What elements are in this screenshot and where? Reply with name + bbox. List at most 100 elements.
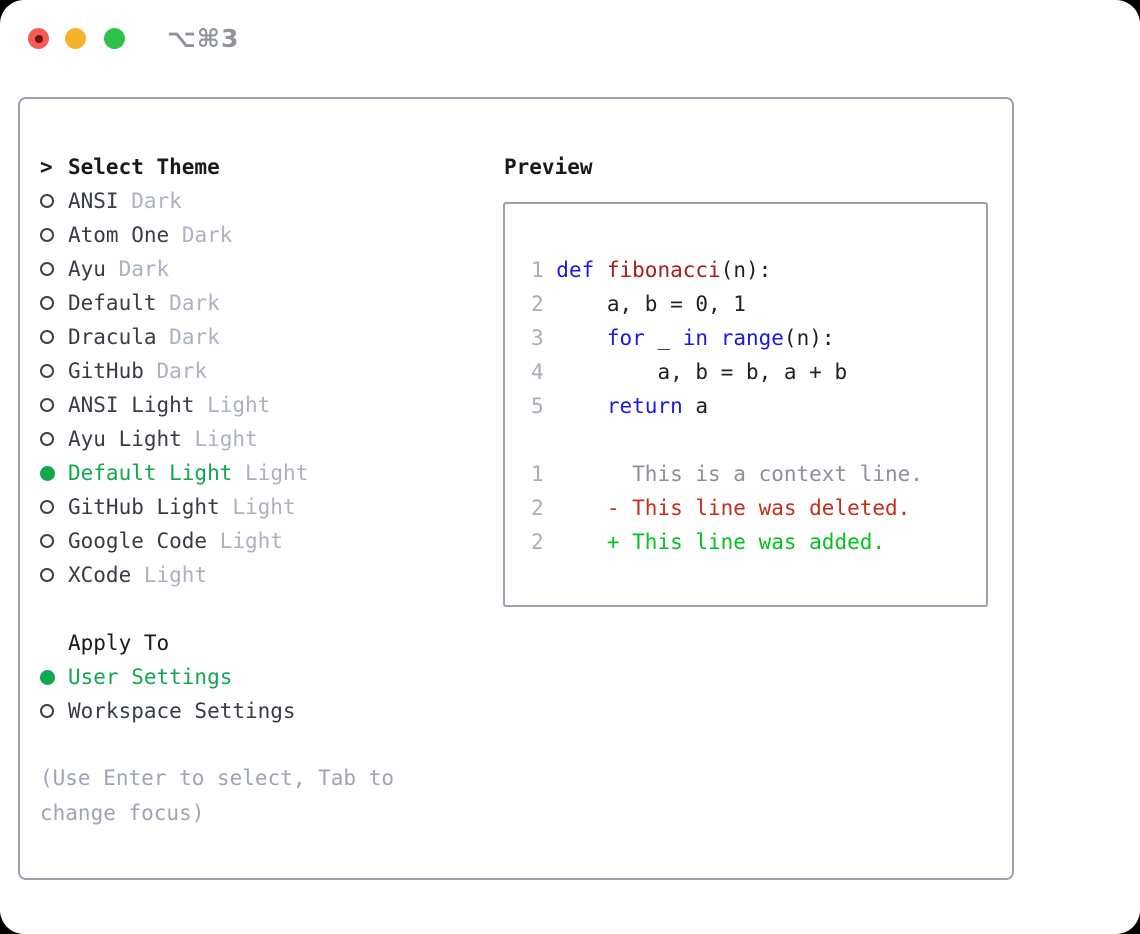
- code-segment-num: 1: [531, 462, 557, 486]
- code-line: 2 + This line was added.: [531, 525, 923, 559]
- apply-option[interactable]: Workspace Settings: [40, 694, 296, 728]
- radio-selected-icon: [40, 669, 55, 685]
- variant-label: Dark: [181, 223, 233, 247]
- code-segment-pl: (n):: [720, 258, 772, 282]
- select-theme-header: >Select Theme: [40, 150, 220, 184]
- code-line: 1 def fibonacci(n):: [531, 253, 923, 287]
- radio-icon: [40, 432, 54, 446]
- code-segment-pl: (n):: [783, 326, 835, 350]
- minimize-button-icon[interactable]: [65, 28, 86, 49]
- radio-icon: [40, 228, 54, 242]
- code-line: 1 This is a context line.: [531, 457, 923, 491]
- theme-option[interactable]: Default Dark: [40, 286, 308, 320]
- variant-label: Dark: [169, 325, 220, 349]
- code-segment-kw: for: [606, 326, 645, 350]
- window-title: ⌥⌘3: [167, 24, 240, 53]
- theme-option[interactable]: GitHub Light Light: [40, 490, 308, 524]
- code-segment-pl: a, b = b, a + b: [556, 360, 848, 384]
- option-label: Workspace Settings: [68, 699, 296, 723]
- option-label: Dracula: [68, 325, 157, 349]
- radio-icon: [40, 330, 54, 344]
- code-segment-pl: a: [682, 394, 709, 418]
- code-segment-kw: return: [606, 394, 683, 418]
- theme-option[interactable]: ANSI Dark: [40, 184, 308, 218]
- code-segment-add: + This line was added.: [556, 530, 886, 554]
- radio-icon: [40, 194, 54, 208]
- hint-text: (Use Enter to select, Tab to change focu…: [40, 766, 395, 825]
- code-segment-pl: _: [644, 326, 683, 350]
- option-label: Default Light: [68, 461, 233, 485]
- option-label: Google Code: [68, 529, 208, 553]
- code-segment-num: 2: [531, 496, 557, 520]
- variant-label: Light: [194, 427, 258, 451]
- variant-label: Dark: [156, 359, 208, 383]
- option-label: XCode: [68, 563, 132, 587]
- code-segment-ctx: This is a context line.: [556, 462, 923, 486]
- option-label: GitHub: [68, 359, 144, 383]
- code-line: 2 a, b = 0, 1: [531, 287, 923, 321]
- option-label: Atom One: [68, 223, 170, 247]
- code-line: 4 a, b = b, a + b: [531, 355, 923, 389]
- code-segment-num: 2: [531, 530, 557, 554]
- radio-selected-icon: [40, 465, 55, 481]
- theme-option[interactable]: Atom One Dark: [40, 218, 308, 252]
- code-segment-num: 4: [531, 360, 557, 384]
- variant-label: Light: [143, 563, 208, 587]
- radio-icon: [40, 704, 54, 718]
- radio-icon: [40, 568, 54, 582]
- variant-label: Dark: [118, 257, 170, 281]
- code-segment-fn: fibonacci: [606, 258, 721, 282]
- theme-option[interactable]: Dracula Dark: [40, 320, 308, 354]
- variant-label: Dark: [169, 291, 220, 315]
- option-label: User Settings: [68, 665, 233, 689]
- code-segment-pl: [556, 326, 607, 350]
- radio-icon: [40, 398, 54, 412]
- theme-option[interactable]: Default Light Light: [40, 456, 308, 490]
- theme-option[interactable]: XCode Light: [40, 558, 308, 592]
- theme-option[interactable]: GitHub Dark: [40, 354, 308, 388]
- code-segment-pl: a, b = 0, 1: [556, 292, 746, 316]
- code-segment-num: 3: [531, 326, 557, 350]
- code-line: 2 - This line was deleted.: [531, 491, 923, 525]
- code-segment-kw: range: [720, 326, 784, 350]
- radio-icon: [40, 534, 54, 548]
- titlebar: ⌥⌘3: [0, 0, 1140, 80]
- theme-option[interactable]: Ayu Light Light: [40, 422, 308, 456]
- variant-label: Light: [219, 529, 283, 553]
- option-label: Ayu: [68, 257, 106, 281]
- theme-option[interactable]: ANSI Light Light: [40, 388, 308, 422]
- close-button-icon[interactable]: [28, 28, 49, 49]
- radio-icon: [40, 500, 54, 514]
- code-segment-del: - This line was deleted.: [556, 496, 911, 520]
- zoom-button-icon[interactable]: [104, 28, 125, 49]
- theme-option[interactable]: Ayu Dark: [40, 252, 308, 286]
- code-segment-num: 2: [531, 292, 557, 316]
- code-segment-num: 5: [531, 394, 557, 418]
- apply-option[interactable]: User Settings: [40, 660, 296, 694]
- option-label: Ayu Light: [68, 427, 182, 451]
- code-line: 3 for _ in range(n):: [531, 321, 923, 355]
- variant-label: Light: [245, 461, 309, 485]
- code-segment-pl: [556, 394, 607, 418]
- code-segment-kw: in: [682, 326, 709, 350]
- option-label: Default: [68, 291, 157, 315]
- code-segment-kw: def: [556, 258, 607, 282]
- code-segment-pl: [708, 326, 721, 350]
- code-segment-num: 1: [531, 258, 557, 282]
- option-label: ANSI: [68, 189, 119, 213]
- preview-header: Preview: [504, 155, 593, 179]
- code-line: 5 return a: [531, 389, 923, 423]
- apply-to-header: Apply To: [68, 631, 170, 655]
- theme-option[interactable]: Google Code Light: [40, 524, 308, 558]
- select-theme-title: Select Theme: [68, 155, 220, 179]
- variant-label: Light: [207, 393, 271, 417]
- option-label: ANSI Light: [68, 393, 195, 417]
- code-line: [531, 423, 923, 457]
- radio-icon: [40, 262, 54, 276]
- option-label: GitHub Light: [68, 495, 220, 519]
